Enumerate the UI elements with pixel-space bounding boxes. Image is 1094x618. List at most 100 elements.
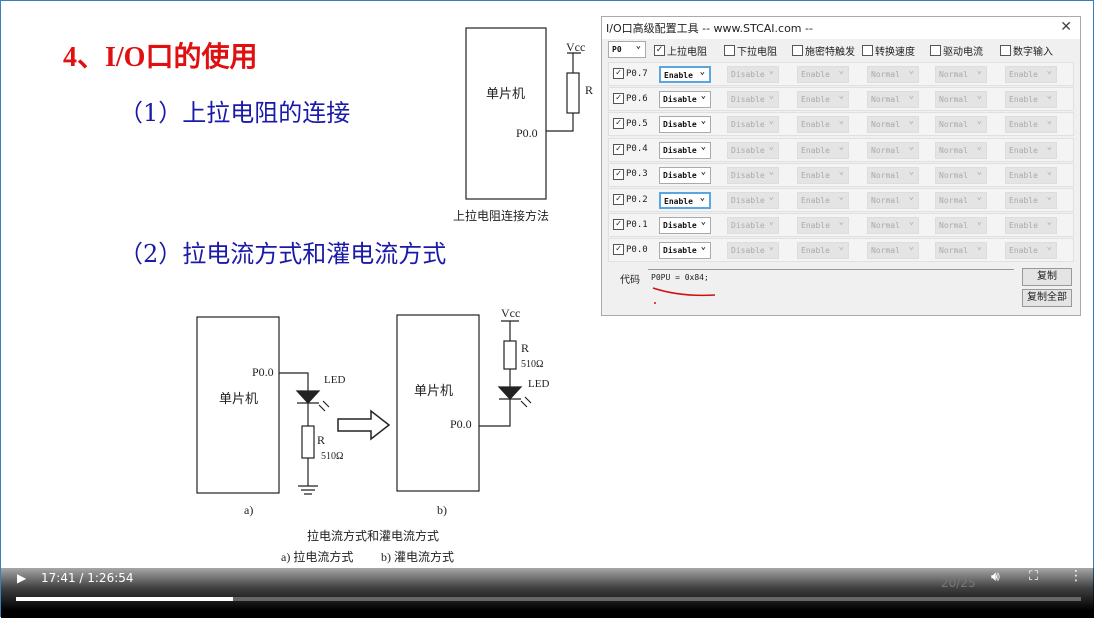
- header-option-4[interactable]: 驱动电流: [930, 43, 983, 58]
- header-label: 转换速度: [875, 47, 915, 58]
- code-field[interactable]: P0PU = 0x84;: [648, 269, 1014, 285]
- disabled-select: Normal: [867, 91, 919, 109]
- pin-checkbox[interactable]: ✓: [613, 118, 624, 130]
- header-option-1[interactable]: 下拉电阻: [724, 43, 777, 58]
- disabled-select: Enable: [1005, 116, 1057, 134]
- pullup-select[interactable]: Disable: [659, 116, 711, 134]
- r-label-b: R: [521, 341, 529, 355]
- mcu-label-b: 单片机: [414, 383, 453, 398]
- pullup-select[interactable]: Enable: [659, 192, 711, 209]
- pullup-select[interactable]: Disable: [659, 217, 711, 235]
- disabled-select: Normal: [867, 242, 919, 260]
- mcu-label-a: 单片机: [219, 391, 258, 406]
- pin-row: ✓P0.6 Disable Disable Enable Normal Normal Ena…: [608, 87, 1074, 112]
- volume-icon[interactable]: 🔊︎: [991, 569, 1000, 585]
- disabled-select: Enable: [1005, 141, 1057, 159]
- pin-checkbox[interactable]: ✓: [613, 93, 624, 105]
- pin-checkbox[interactable]: ✓: [613, 194, 624, 205]
- checkbox[interactable]: [862, 45, 873, 56]
- copy-button[interactable]: 复制: [1022, 268, 1072, 286]
- pin-label: P0.6: [626, 93, 648, 104]
- disabled-select: Enable: [797, 66, 849, 83]
- disabled-select: Normal: [867, 116, 919, 134]
- pin-checkbox[interactable]: ✓: [613, 68, 624, 79]
- caption-a: a) 拉电流方式: [281, 549, 353, 564]
- pin-row: ✓P0.1DisableDisableEnableNormalNormalEna…: [608, 213, 1074, 238]
- port-select[interactable]: P0: [608, 41, 646, 58]
- header-option-2[interactable]: 施密特触发: [792, 43, 855, 58]
- header-option-3[interactable]: 转换速度: [862, 43, 915, 58]
- pullup-select[interactable]: Disable: [659, 166, 711, 184]
- disabled-select: Normal: [867, 192, 919, 209]
- pin-label: P0.0: [516, 126, 538, 140]
- header-label: 驱动电流: [943, 47, 983, 58]
- pullup-select[interactable]: Disable: [659, 242, 711, 260]
- disabled-select: Normal: [867, 66, 919, 83]
- slide-page-number: 20/25: [941, 576, 976, 590]
- disabled-select: Normal: [867, 141, 919, 159]
- pin-label: P0.1: [626, 219, 648, 230]
- header-option-0[interactable]: ✓上拉电阻: [654, 43, 707, 58]
- pin-checkbox[interactable]: ✓: [613, 244, 624, 256]
- pullup-select[interactable]: Enable: [659, 66, 711, 83]
- disabled-select: Enable: [1005, 91, 1057, 109]
- disabled-select: Enable: [1005, 66, 1057, 83]
- disabled-select: Normal: [935, 66, 987, 83]
- disabled-select: Enable: [797, 141, 849, 159]
- disabled-select: Enable: [797, 116, 849, 134]
- disabled-select: Disable: [727, 141, 779, 159]
- pullup-select[interactable]: Disable: [659, 141, 711, 159]
- checkbox[interactable]: [724, 45, 735, 56]
- caption-b: b) 灌电流方式: [381, 549, 454, 564]
- slide-title: 4、I/O口的使用: [63, 42, 258, 73]
- label-b: b): [437, 503, 447, 517]
- play-icon[interactable]: ▶: [17, 571, 27, 585]
- disabled-select: Enable: [1005, 166, 1057, 184]
- section-1-heading: （1）上拉电阻的连接: [119, 99, 351, 127]
- dialog-title: I/O口高级配置工具 -- www.STCAI.com --: [606, 22, 813, 35]
- vcc-label-b: Vcc: [501, 306, 520, 320]
- disabled-select: Normal: [935, 242, 987, 260]
- checkbox[interactable]: [792, 45, 803, 56]
- red-annotation: [652, 287, 716, 304]
- pin-checkbox[interactable]: ✓: [613, 143, 624, 155]
- ohm-label-b: 510Ω: [521, 359, 543, 370]
- checkbox[interactable]: ✓: [654, 45, 665, 56]
- mcu-label: 单片机: [486, 86, 525, 101]
- checkbox[interactable]: [1000, 45, 1011, 56]
- pin-row: ✓P0.0DisableDisableEnableNormalNormalEna…: [608, 238, 1074, 263]
- pin-row: ✓P0.7EnableDisableEnableNormalNormalEnab…: [608, 62, 1074, 86]
- disabled-select: Normal: [935, 166, 987, 184]
- r-label: R: [585, 83, 593, 97]
- pin-checkbox[interactable]: ✓: [613, 168, 624, 180]
- progress-bar[interactable]: [16, 597, 1081, 601]
- led-label-b: LED: [528, 378, 549, 390]
- io-config-dialog: I/O口高级配置工具 -- www.STCAI.com -- ✕ P0 ✓上拉电阻…: [601, 16, 1081, 316]
- header-option-5[interactable]: 数字输入: [1000, 43, 1053, 58]
- fullscreen-exit-icon[interactable]: ⛶: [1029, 569, 1039, 584]
- led-label-a: LED: [324, 374, 345, 386]
- pin-row: ✓P0.3DisableDisableEnableNormalNormalEna…: [608, 162, 1074, 187]
- disabled-select: Normal: [935, 217, 987, 235]
- header-label: 下拉电阻: [737, 47, 777, 58]
- disabled-select: Enable: [1005, 217, 1057, 235]
- disabled-select: Disable: [727, 91, 779, 109]
- video-player-controls: ▶ 17:41 / 1:26:54 20/25 🔊︎ ⛶ ⋮: [1, 568, 1094, 618]
- checkbox[interactable]: [930, 45, 941, 56]
- disabled-select: Enable: [797, 91, 849, 109]
- disabled-select: Enable: [797, 192, 849, 209]
- disabled-select: Normal: [867, 217, 919, 235]
- disabled-select: Disable: [727, 116, 779, 134]
- copy-all-button[interactable]: 复制全部: [1022, 289, 1072, 307]
- pin-checkbox[interactable]: ✓: [613, 219, 624, 231]
- disabled-select: Enable: [1005, 192, 1057, 209]
- progress-fill: [16, 597, 233, 601]
- more-options-icon[interactable]: ⋮: [1069, 568, 1083, 584]
- disabled-select: Normal: [935, 192, 987, 209]
- diagram2-caption: 拉电流方式和灌电流方式: [307, 528, 439, 543]
- pullup-select[interactable]: Disable: [659, 91, 711, 109]
- disabled-select: Normal: [935, 91, 987, 109]
- pin-label: P0.3: [626, 169, 648, 180]
- time-display: 17:41 / 1:26:54: [41, 571, 134, 585]
- close-icon[interactable]: ✕: [1060, 19, 1072, 35]
